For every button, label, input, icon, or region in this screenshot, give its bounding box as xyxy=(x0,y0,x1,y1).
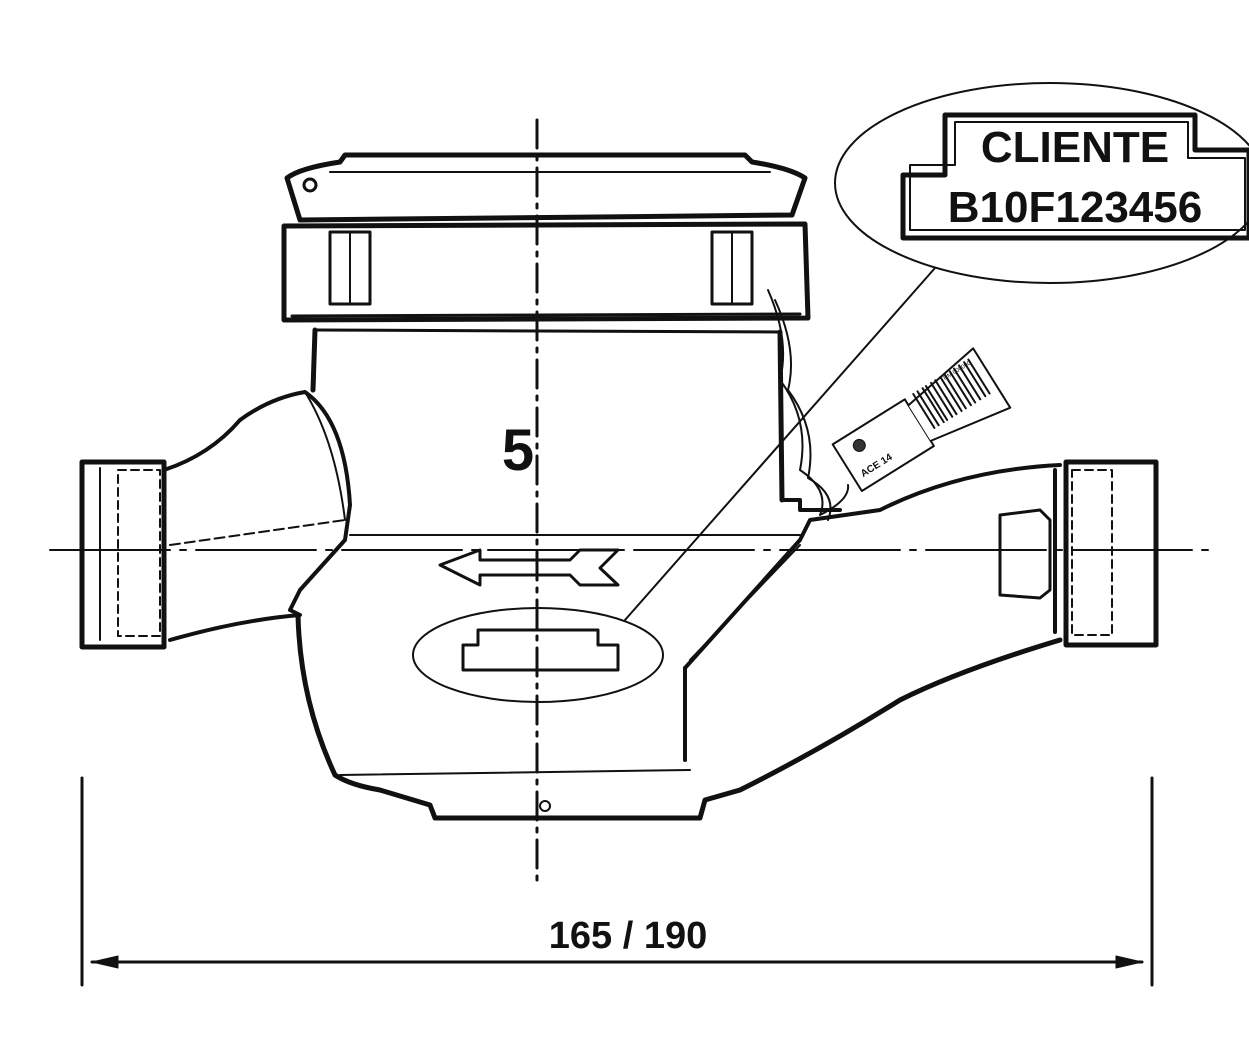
meter-size-label: 5 xyxy=(502,418,534,483)
right-outlet-connection xyxy=(998,459,1159,648)
seal-tag xyxy=(831,347,1012,493)
flow-direction-arrow xyxy=(438,548,620,587)
register-ring xyxy=(281,221,811,323)
client-code-callout xyxy=(834,82,1249,284)
callout-code-label: B10F123456 xyxy=(948,183,1202,232)
barcode-icon xyxy=(912,358,991,429)
left-inlet-connection xyxy=(79,390,352,650)
meter-upper-body xyxy=(310,327,842,512)
nameplate-marking xyxy=(412,607,664,703)
overall-length-dimension xyxy=(80,776,1154,987)
dimension-label: 165 / 190 xyxy=(549,915,707,957)
callout-client-label: CLIENTE xyxy=(981,123,1169,172)
meter-lid xyxy=(284,152,808,223)
meter-lower-body xyxy=(295,463,1063,821)
callout-leader-line xyxy=(624,267,936,621)
